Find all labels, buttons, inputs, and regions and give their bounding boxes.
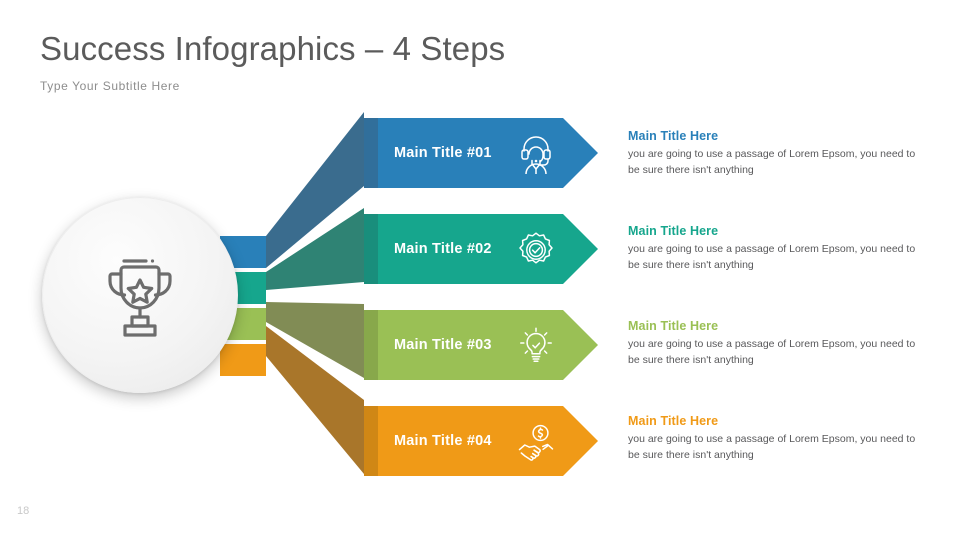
- step-desc-title-3: Main Title Here: [628, 319, 719, 333]
- step-desc-2: Main Title Here you are going to use a p…: [628, 224, 928, 273]
- step-desc-body-2: you are going to use a passage of Lorem …: [628, 243, 916, 271]
- step-desc-body-4: you are going to use a passage of Lorem …: [628, 433, 916, 461]
- step-desc-1: Main Title Here you are going to use a p…: [628, 129, 928, 178]
- step-desc-3: Main Title Here you are going to use a p…: [628, 319, 928, 368]
- step-row-1[interactable]: Main Title #01: [364, 118, 600, 188]
- arrow-fold-tab-3: [364, 310, 378, 380]
- badge-circle: [42, 197, 238, 393]
- arrow-fold-tab-1: [364, 118, 378, 188]
- step-row-3[interactable]: Main Title #03: [364, 310, 600, 380]
- step-desc-body-1: you are going to use a passage of Lorem …: [628, 148, 916, 176]
- step-label-4: Main Title #04: [394, 433, 492, 449]
- arrow-fold-tab-4: [364, 406, 378, 476]
- step-desc-title-4: Main Title Here: [628, 414, 719, 428]
- page-title: Success Infographics – 4 Steps: [40, 30, 506, 67]
- step-desc-title-2: Main Title Here: [628, 224, 719, 238]
- step-desc-body-3: you are going to use a passage of Lorem …: [628, 338, 916, 366]
- arrow-fold-tab-2: [364, 214, 378, 284]
- step-label-1: Main Title #01: [394, 145, 492, 161]
- page-subtitle: Type Your Subtitle Here: [40, 79, 180, 93]
- headset-support-agent-icon: [516, 134, 556, 174]
- step-row-2[interactable]: Main Title #02: [364, 214, 600, 284]
- page-number: 18: [17, 505, 30, 517]
- step-desc-4: Main Title Here you are going to use a p…: [628, 414, 928, 463]
- step-label-2: Main Title #02: [394, 241, 492, 257]
- step-arrow-3[interactable]: [364, 310, 600, 380]
- step-arrow-2[interactable]: [364, 214, 600, 284]
- arrow-body-1: [378, 118, 598, 188]
- step-label-3: Main Title #03: [394, 337, 492, 353]
- step-arrow-4[interactable]: [364, 406, 600, 476]
- arrow-body-3: [378, 310, 598, 380]
- arrow-body-2: [378, 214, 598, 284]
- connector-ribbon-2: [266, 208, 364, 290]
- gear-check-icon: [516, 230, 556, 270]
- center-badge: [42, 197, 238, 393]
- connector-ribbon-3: [266, 302, 364, 378]
- connector-ribbon-1: [266, 112, 364, 268]
- connector-ribbon-4: [266, 326, 364, 474]
- trophy-star-icon: [92, 247, 188, 343]
- step-desc-title-1: Main Title Here: [628, 129, 719, 143]
- handshake-money-icon: [516, 422, 556, 462]
- step-row-4[interactable]: Main Title #04: [364, 406, 600, 476]
- lightbulb-check-icon: [516, 326, 556, 366]
- arrow-body-4: [378, 406, 598, 476]
- step-arrow-1[interactable]: [364, 118, 600, 188]
